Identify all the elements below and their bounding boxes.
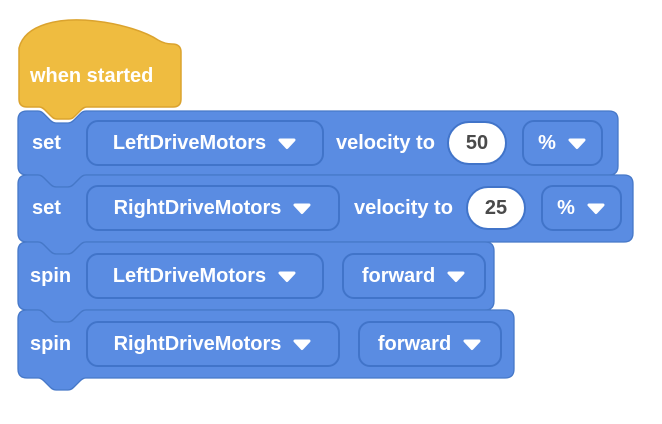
chevron-down-icon [567, 137, 587, 150]
velocity-to-label: velocity to [354, 197, 453, 219]
chevron-down-icon [277, 137, 297, 150]
motor-dropdown[interactable]: RightDriveMotors [86, 185, 340, 231]
chevron-down-icon [462, 338, 482, 351]
velocity-value-input[interactable]: 50 [447, 121, 507, 165]
velocity-value-input[interactable]: 25 [466, 186, 526, 230]
direction-dropdown-value: forward [377, 332, 452, 355]
motor-dropdown[interactable]: LeftDriveMotors [86, 120, 324, 166]
set-label: set [32, 132, 61, 154]
spin-label: spin [30, 265, 72, 287]
motor-dropdown[interactable]: RightDriveMotors [86, 321, 340, 367]
motor-dropdown-value: LeftDriveMotors [112, 131, 267, 154]
velocity-to-label: velocity to [336, 132, 435, 154]
unit-dropdown[interactable]: % [522, 120, 603, 166]
spin-block-2-shape[interactable] [17, 309, 515, 391]
set-label: set [32, 197, 61, 219]
direction-dropdown-value: forward [361, 264, 436, 287]
motor-dropdown-value: LeftDriveMotors [112, 264, 267, 287]
when-started-label: when started [30, 65, 154, 87]
spin-label: spin [30, 333, 72, 355]
unit-dropdown-value: % [538, 131, 556, 154]
when-started-hat-shape[interactable] [18, 19, 182, 120]
chevron-down-icon [292, 202, 312, 215]
chevron-down-icon [446, 270, 466, 283]
direction-dropdown[interactable]: forward [358, 321, 502, 367]
chevron-down-icon [586, 202, 606, 215]
motor-dropdown[interactable]: LeftDriveMotors [86, 253, 324, 299]
motor-dropdown-value: RightDriveMotors [113, 332, 282, 355]
velocity-value: 25 [484, 196, 508, 219]
direction-dropdown[interactable]: forward [342, 253, 486, 299]
velocity-value: 50 [465, 131, 489, 154]
chevron-down-icon [292, 338, 312, 351]
chevron-down-icon [277, 270, 297, 283]
motor-dropdown-value: RightDriveMotors [113, 196, 282, 219]
unit-dropdown-value: % [557, 196, 575, 219]
unit-dropdown[interactable]: % [541, 185, 622, 231]
